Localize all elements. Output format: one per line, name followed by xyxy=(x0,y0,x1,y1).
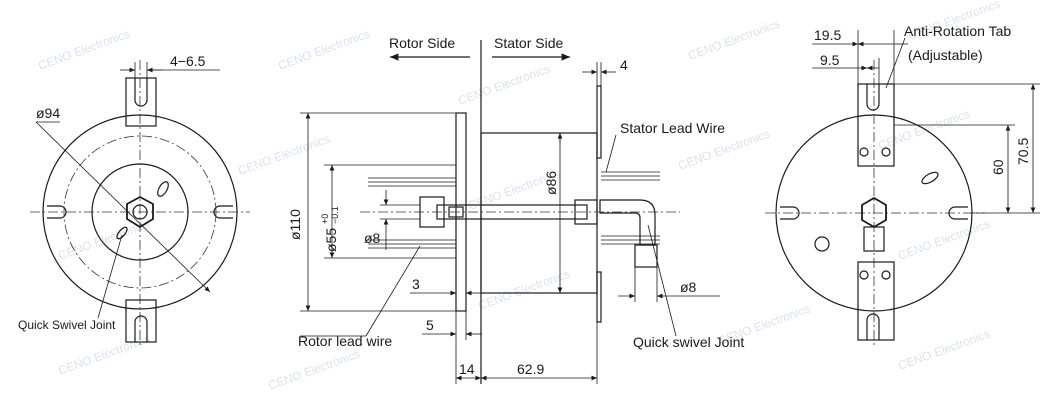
dim-flange-4: 4 xyxy=(620,57,628,73)
label-anti-rotation-tab: Anti-Rotation Tab xyxy=(904,23,1011,39)
watermark: CENO Electronics xyxy=(456,62,552,108)
watermark: CENO Electronics xyxy=(896,327,992,373)
dim-slot-width: 4−6.5 xyxy=(170,53,206,69)
dim-dia-86: ø86 xyxy=(543,171,559,195)
label-quick-swivel-joint-right: Quick swivel Joint xyxy=(633,334,744,350)
dim-70-5: 70.5 xyxy=(1015,138,1031,165)
watermark: CENO Electronics xyxy=(266,347,362,393)
label-stator-side: Stator Side xyxy=(494,35,563,51)
dim-19-5: 19.5 xyxy=(814,27,841,43)
label-quick-swivel-joint-left: Quick Swivel Joint xyxy=(18,318,116,332)
dim-5: 5 xyxy=(426,317,434,333)
dim-dia-94: ø94 xyxy=(36,105,60,121)
watermark: CENO Electronics xyxy=(56,332,152,378)
dim-dia-8-left: ø8 xyxy=(364,230,381,246)
watermark: CENO Electronics xyxy=(236,132,332,178)
watermark: CENO Electronics xyxy=(896,217,992,263)
dim-dia-55-tol-lower: −0.1 xyxy=(330,206,340,224)
dim-dia-55-tol-upper: +0 xyxy=(320,214,330,224)
back-view: 19.5 9.5 60 70.5 Anti-Rotation Tab (Adju… xyxy=(765,23,1040,345)
watermark: CENO Electronics xyxy=(686,17,782,63)
dim-dia-110: ø110 xyxy=(287,209,303,240)
front-view: ø94 4−6.5 Quick Swivel Joint xyxy=(18,53,250,345)
watermark: CENO Electronics xyxy=(56,217,152,263)
watermark: CENO Electronics xyxy=(36,27,132,73)
label-adjustable: (Adjustable) xyxy=(908,47,983,63)
dim-3: 3 xyxy=(412,276,420,292)
label-rotor-lead-wire: Rotor lead wire xyxy=(298,333,392,349)
watermark: CENO Electronics xyxy=(476,267,572,313)
dim-dia-8-right: ø8 xyxy=(680,279,697,295)
dim-14: 14 xyxy=(459,361,475,377)
dim-dia-55-base: ø55 xyxy=(323,228,339,252)
watermark: CENO Electronics xyxy=(876,107,972,153)
dim-9-5: 9.5 xyxy=(820,52,840,68)
label-stator-lead-wire: Stator Lead Wire xyxy=(620,120,725,136)
side-view: Rotor Side Stator Side xyxy=(287,35,744,384)
dim-dia-55: ø55 +0 −0.1 xyxy=(320,206,340,252)
dim-60: 60 xyxy=(990,159,1006,175)
watermark: CENO Electronics xyxy=(276,27,372,73)
label-rotor-side: Rotor Side xyxy=(389,35,455,51)
dim-62-9: 62.9 xyxy=(517,361,544,377)
